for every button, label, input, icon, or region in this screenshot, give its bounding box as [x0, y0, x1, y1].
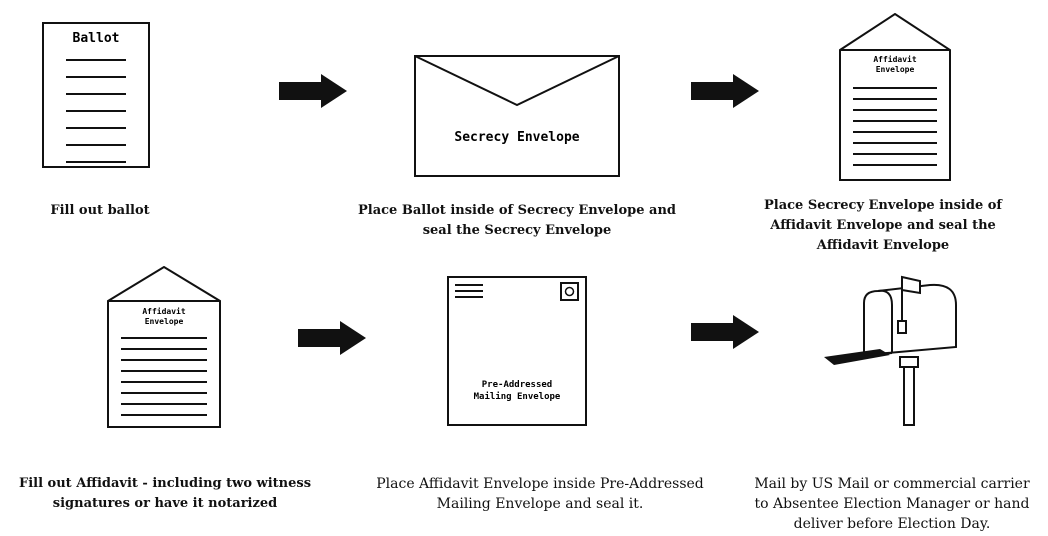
mailing-envelope-icon: Pre-Addressed Mailing Envelope — [447, 276, 587, 426]
stamp-icon — [560, 282, 579, 301]
step-caption: Place Secrecy Envelope inside of Affidav… — [763, 198, 1003, 253]
arrow-right-icon — [691, 74, 761, 108]
step-caption: Mail by US Mail or commercial carrier to… — [754, 476, 1030, 532]
step-caption: Fill out ballot — [50, 203, 150, 218]
mailbox-icon — [820, 275, 970, 427]
step-caption: Place Affidavit Envelope inside Pre-Addr… — [376, 476, 704, 512]
ballot-title: Ballot — [73, 31, 120, 46]
arrow-right-icon — [279, 74, 349, 108]
step-caption: Place Ballot inside of Secrecy Envelope … — [358, 203, 676, 238]
arrow-right-icon — [298, 321, 368, 355]
affidavit-envelope-icon: Affidavit Envelope — [839, 13, 951, 181]
step-caption: Fill out Affidavit - including two witne… — [18, 476, 312, 511]
return-address-lines — [455, 284, 483, 298]
arrow-right-icon — [691, 315, 761, 349]
secrecy-envelope-label: Secrecy Envelope — [454, 130, 579, 145]
affidavit-label-line1: Affidavit — [873, 54, 917, 64]
affidavit-label-line1: Affidavit — [142, 306, 186, 316]
affidavit-label-line2: Envelope — [145, 317, 184, 326]
ballot-icon: Ballot — [42, 22, 150, 168]
secrecy-envelope-icon: Secrecy Envelope — [414, 55, 620, 177]
affidavit-envelope-icon: Affidavit Envelope — [107, 266, 221, 428]
affidavit-label-line2: Envelope — [876, 65, 915, 74]
mailing-label-line1: Pre-Addressed — [482, 380, 552, 390]
mailing-label-line2: Mailing Envelope — [474, 391, 561, 402]
